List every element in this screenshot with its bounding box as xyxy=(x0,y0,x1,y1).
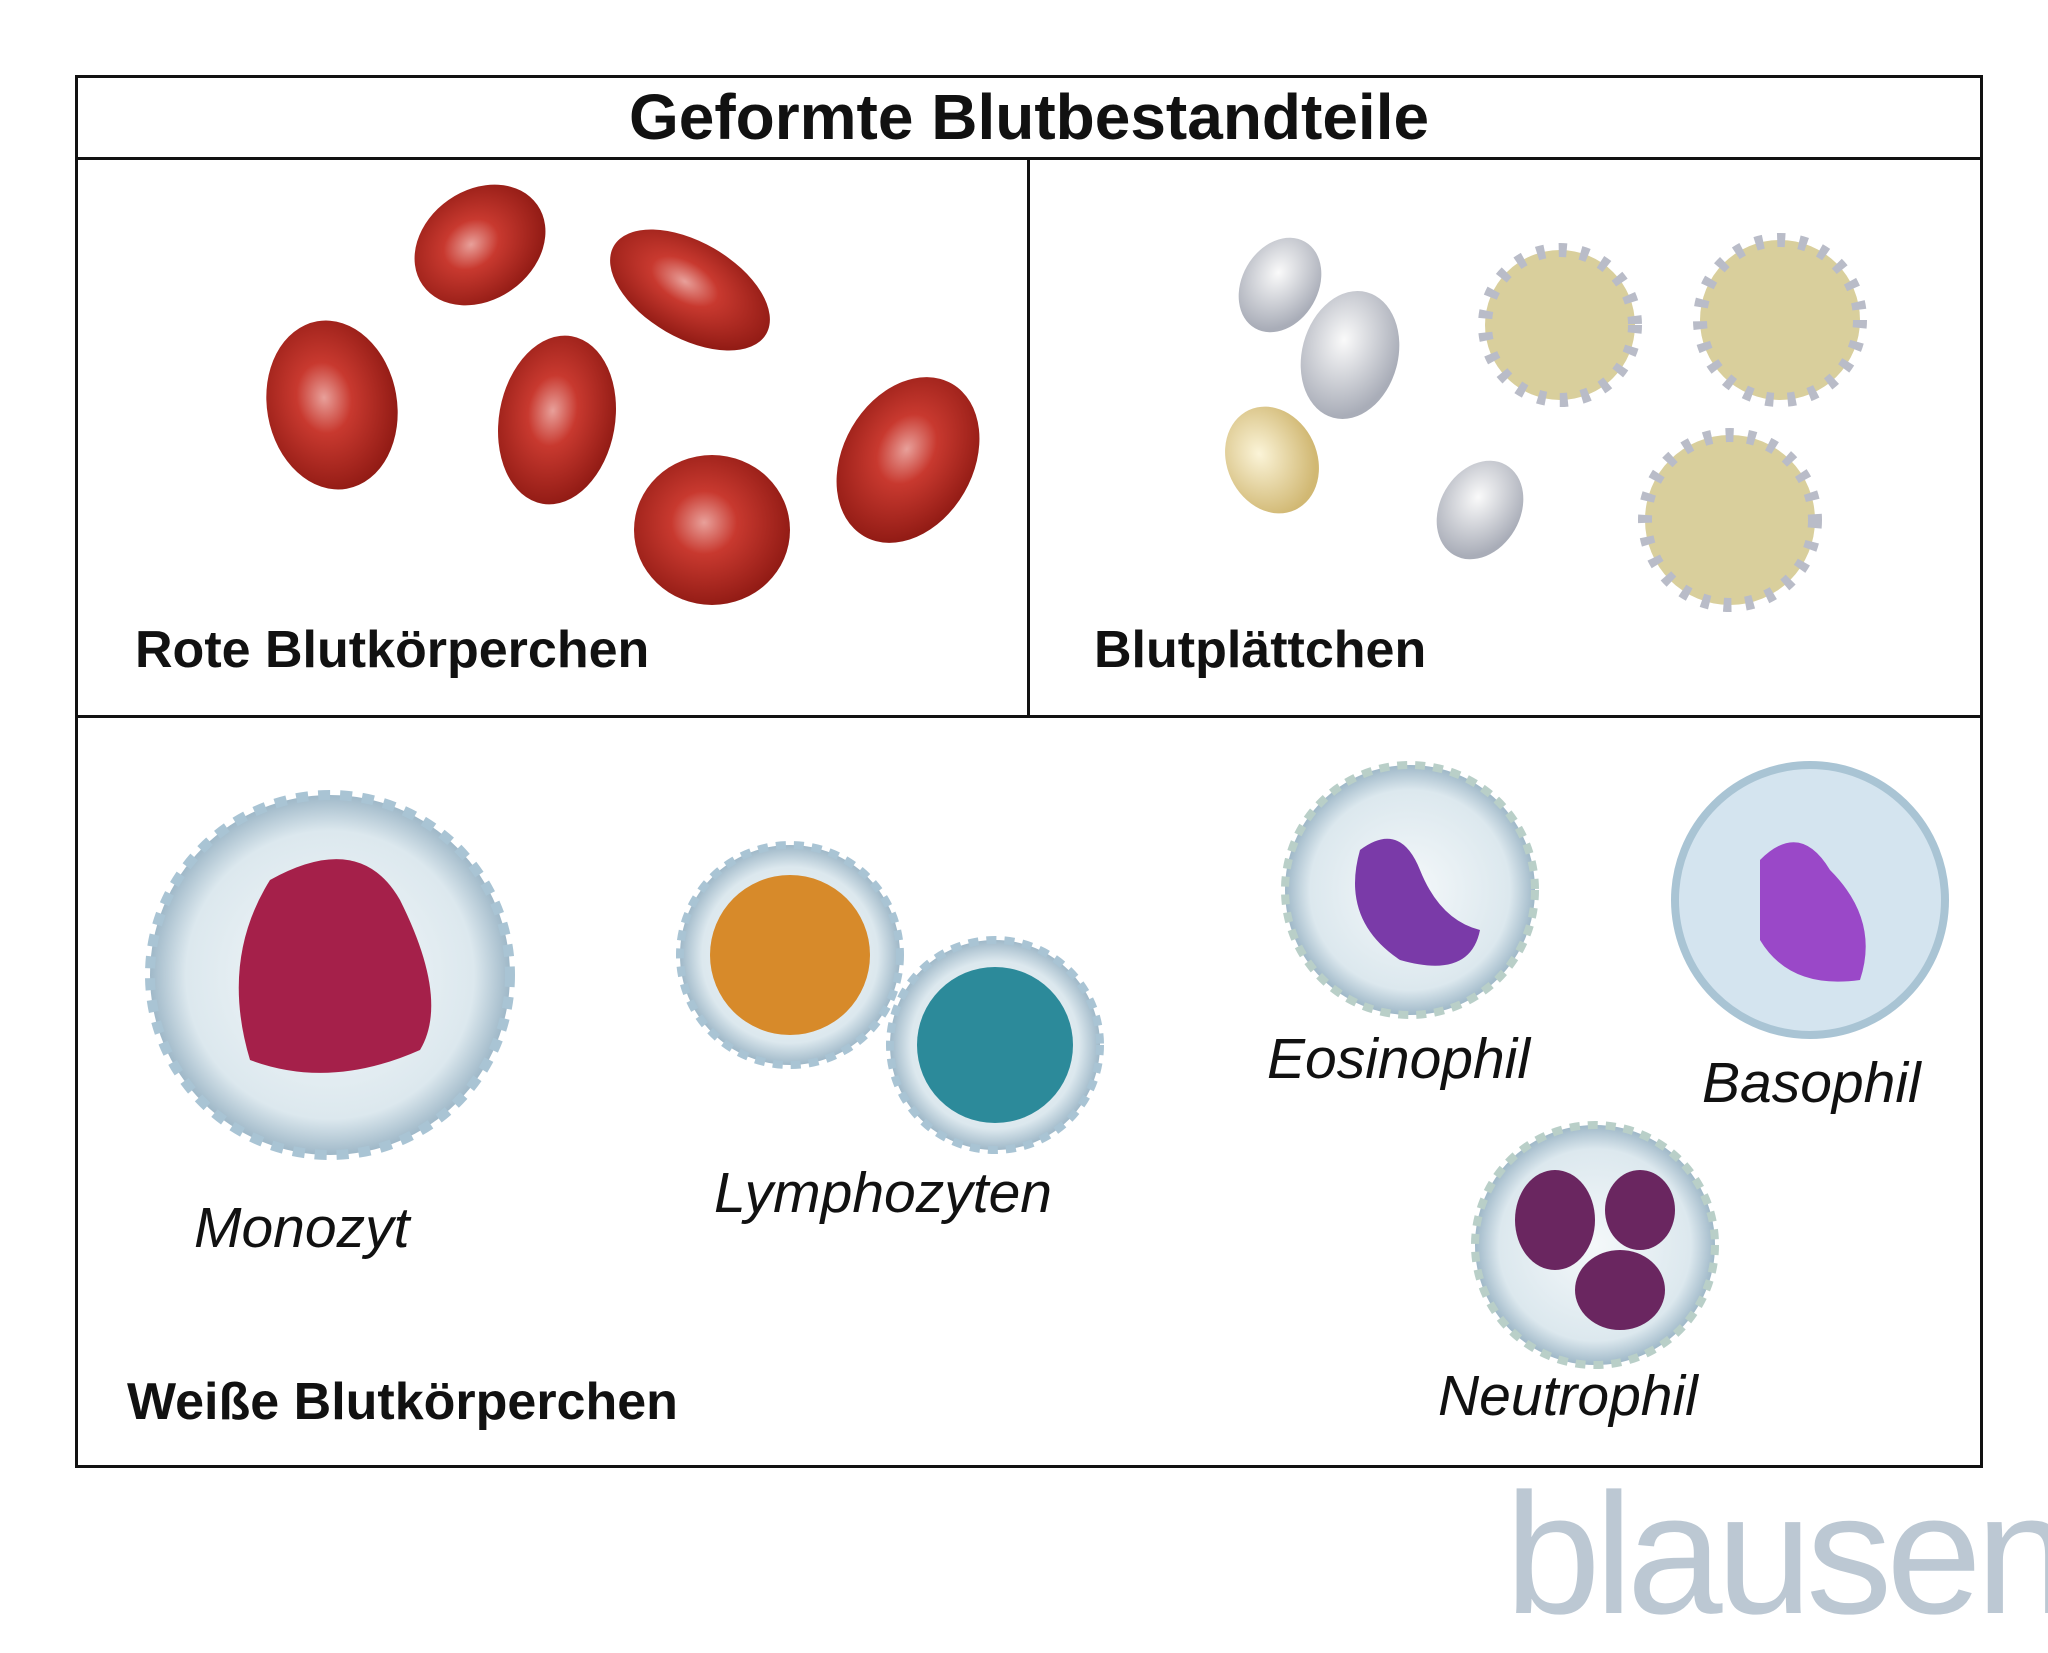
white-blood-cells xyxy=(145,761,1949,1369)
diagram-title: Geformte Blutbestandteile xyxy=(628,81,1430,153)
platelets xyxy=(1225,233,1867,612)
section-label-white-blood-cells: Weiße Blutkörperchen xyxy=(127,1373,678,1431)
section-label-red-blood-cells: Rote Blutkörperchen xyxy=(135,621,650,679)
column-divider xyxy=(1027,157,1030,717)
label-lymphocytes: Lymphozyten xyxy=(714,1161,1052,1225)
blausen-logo: blausen xyxy=(1505,1458,2048,1650)
label-eosinophil: Eosinophil xyxy=(1267,1027,1531,1091)
diagram-frame xyxy=(75,75,1983,1468)
rbc-4 xyxy=(498,335,616,505)
label-monocyte: Monozyt xyxy=(194,1196,410,1260)
rbc-5 xyxy=(634,455,790,605)
rbc-1 xyxy=(414,184,546,306)
label-basophil: Basophil xyxy=(1702,1051,1921,1115)
rbc-3 xyxy=(266,320,398,490)
rbc-6 xyxy=(836,377,980,543)
label-neutrophil: Neutrophil xyxy=(1438,1364,1698,1428)
neutrophil-cell xyxy=(1471,1121,1719,1369)
section-label-platelets: Blutplättchen xyxy=(1094,621,1427,679)
red-blood-cells xyxy=(266,184,980,605)
rbc-2 xyxy=(610,229,770,351)
